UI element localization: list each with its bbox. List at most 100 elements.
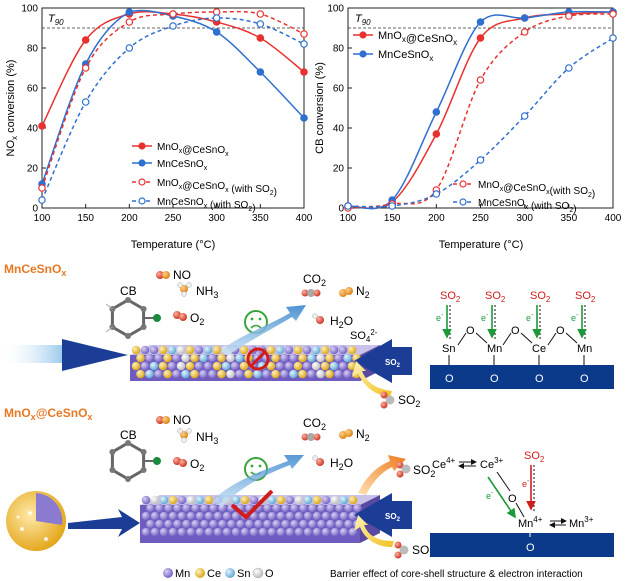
atom	[181, 369, 190, 379]
atom	[195, 495, 205, 505]
no-molecule	[156, 416, 170, 424]
atom	[312, 527, 322, 537]
atom	[163, 353, 172, 363]
atom	[302, 361, 312, 371]
atom	[199, 369, 208, 379]
nh3-label: NH3	[196, 284, 218, 300]
n2-molecule	[339, 287, 353, 297]
data-point	[256, 20, 265, 28]
atom	[204, 511, 214, 521]
atom	[140, 361, 150, 371]
o-label: O	[526, 542, 535, 554]
atom	[235, 369, 244, 379]
series-line	[347, 13, 614, 209]
atom	[276, 495, 286, 505]
atom	[339, 495, 349, 505]
atom	[240, 527, 250, 537]
atom	[293, 361, 303, 371]
legend-entry: MnOx@CeSnOx	[157, 142, 229, 158]
data-point	[300, 30, 308, 38]
atom	[317, 519, 326, 529]
y-tick-label: 40	[333, 124, 345, 135]
atom	[185, 345, 195, 355]
atom	[263, 519, 272, 529]
atom	[185, 361, 195, 371]
data-point	[565, 64, 573, 72]
e-minus-label: e-	[522, 478, 530, 489]
atom	[348, 511, 358, 521]
atom	[209, 519, 218, 529]
y-tick-label: 0	[338, 204, 344, 215]
atom	[240, 495, 250, 505]
atom	[290, 503, 299, 513]
atom	[284, 345, 294, 355]
atom	[311, 345, 321, 355]
atom	[339, 527, 349, 537]
atom	[167, 345, 177, 355]
atom	[213, 511, 223, 521]
so2-site-label: SO2	[524, 450, 545, 464]
atom	[222, 527, 232, 537]
atom	[267, 495, 277, 505]
data-point	[476, 18, 485, 26]
data-point	[565, 12, 573, 20]
atom	[321, 511, 331, 521]
site-label: Mn	[487, 343, 502, 355]
atom	[145, 353, 154, 363]
atom	[303, 511, 313, 521]
atom	[226, 369, 235, 379]
atom	[154, 369, 163, 379]
legend-entry: MnCeSnOx	[378, 49, 433, 63]
so4-label: SO42-	[350, 328, 378, 344]
site-label: Mn	[577, 343, 592, 355]
so2-repel-arrow	[358, 455, 406, 495]
atom	[150, 527, 160, 537]
atom	[254, 519, 263, 529]
atom	[271, 353, 280, 363]
atom	[334, 353, 343, 363]
atom	[204, 527, 214, 537]
core-shell-sphere	[6, 491, 66, 551]
data-point	[432, 190, 441, 198]
atom	[276, 527, 286, 537]
h2o-molecule	[312, 313, 324, 324]
cb-conversion-chart: T90 CB conversion (%) Temperature (°C) 1…	[314, 4, 622, 252]
x-tick-label: 200	[121, 213, 138, 224]
x-tick-label: 300	[208, 213, 225, 224]
data-point	[300, 68, 308, 76]
cb-label: CB	[120, 284, 137, 298]
atom	[289, 353, 298, 363]
so2-molecule	[394, 541, 409, 559]
atom	[344, 503, 353, 513]
h2o-molecule	[312, 455, 324, 466]
series-line	[41, 9, 305, 185]
legend-entry: MnOx@CeSnOx(with SO2)	[478, 180, 595, 200]
x-tick-label: 250	[472, 213, 489, 224]
y-tick-label: 20	[27, 164, 39, 175]
no-label: NO	[173, 413, 191, 427]
legend-sn: Sn	[237, 568, 250, 580]
mechanism-scheme: MnCeSnOx CB NO NH3 O2 CO2 N2	[0, 262, 614, 580]
data-point	[212, 28, 221, 36]
x-axis-label: Temperature (°C)	[131, 239, 215, 251]
atom	[227, 519, 236, 529]
data-point	[520, 14, 529, 22]
atom	[347, 345, 357, 355]
e-minus-label: e-	[526, 312, 534, 323]
atom	[258, 527, 268, 537]
atom	[186, 511, 196, 521]
bond-line	[547, 332, 557, 346]
electron-transfer-scheme: Ce4+ Ce3+ O SO2 e- e- Mn4+ Mn3+ O	[430, 450, 614, 557]
atom	[177, 495, 187, 505]
data-point	[476, 156, 485, 164]
data-point	[81, 36, 90, 44]
x-tick-label: 350	[560, 213, 577, 224]
legend-mn: Mn	[175, 568, 190, 580]
atom	[222, 511, 232, 521]
atom	[168, 527, 178, 537]
atom	[249, 495, 259, 505]
atom	[231, 511, 241, 521]
atom	[321, 527, 331, 537]
atom	[325, 353, 334, 363]
